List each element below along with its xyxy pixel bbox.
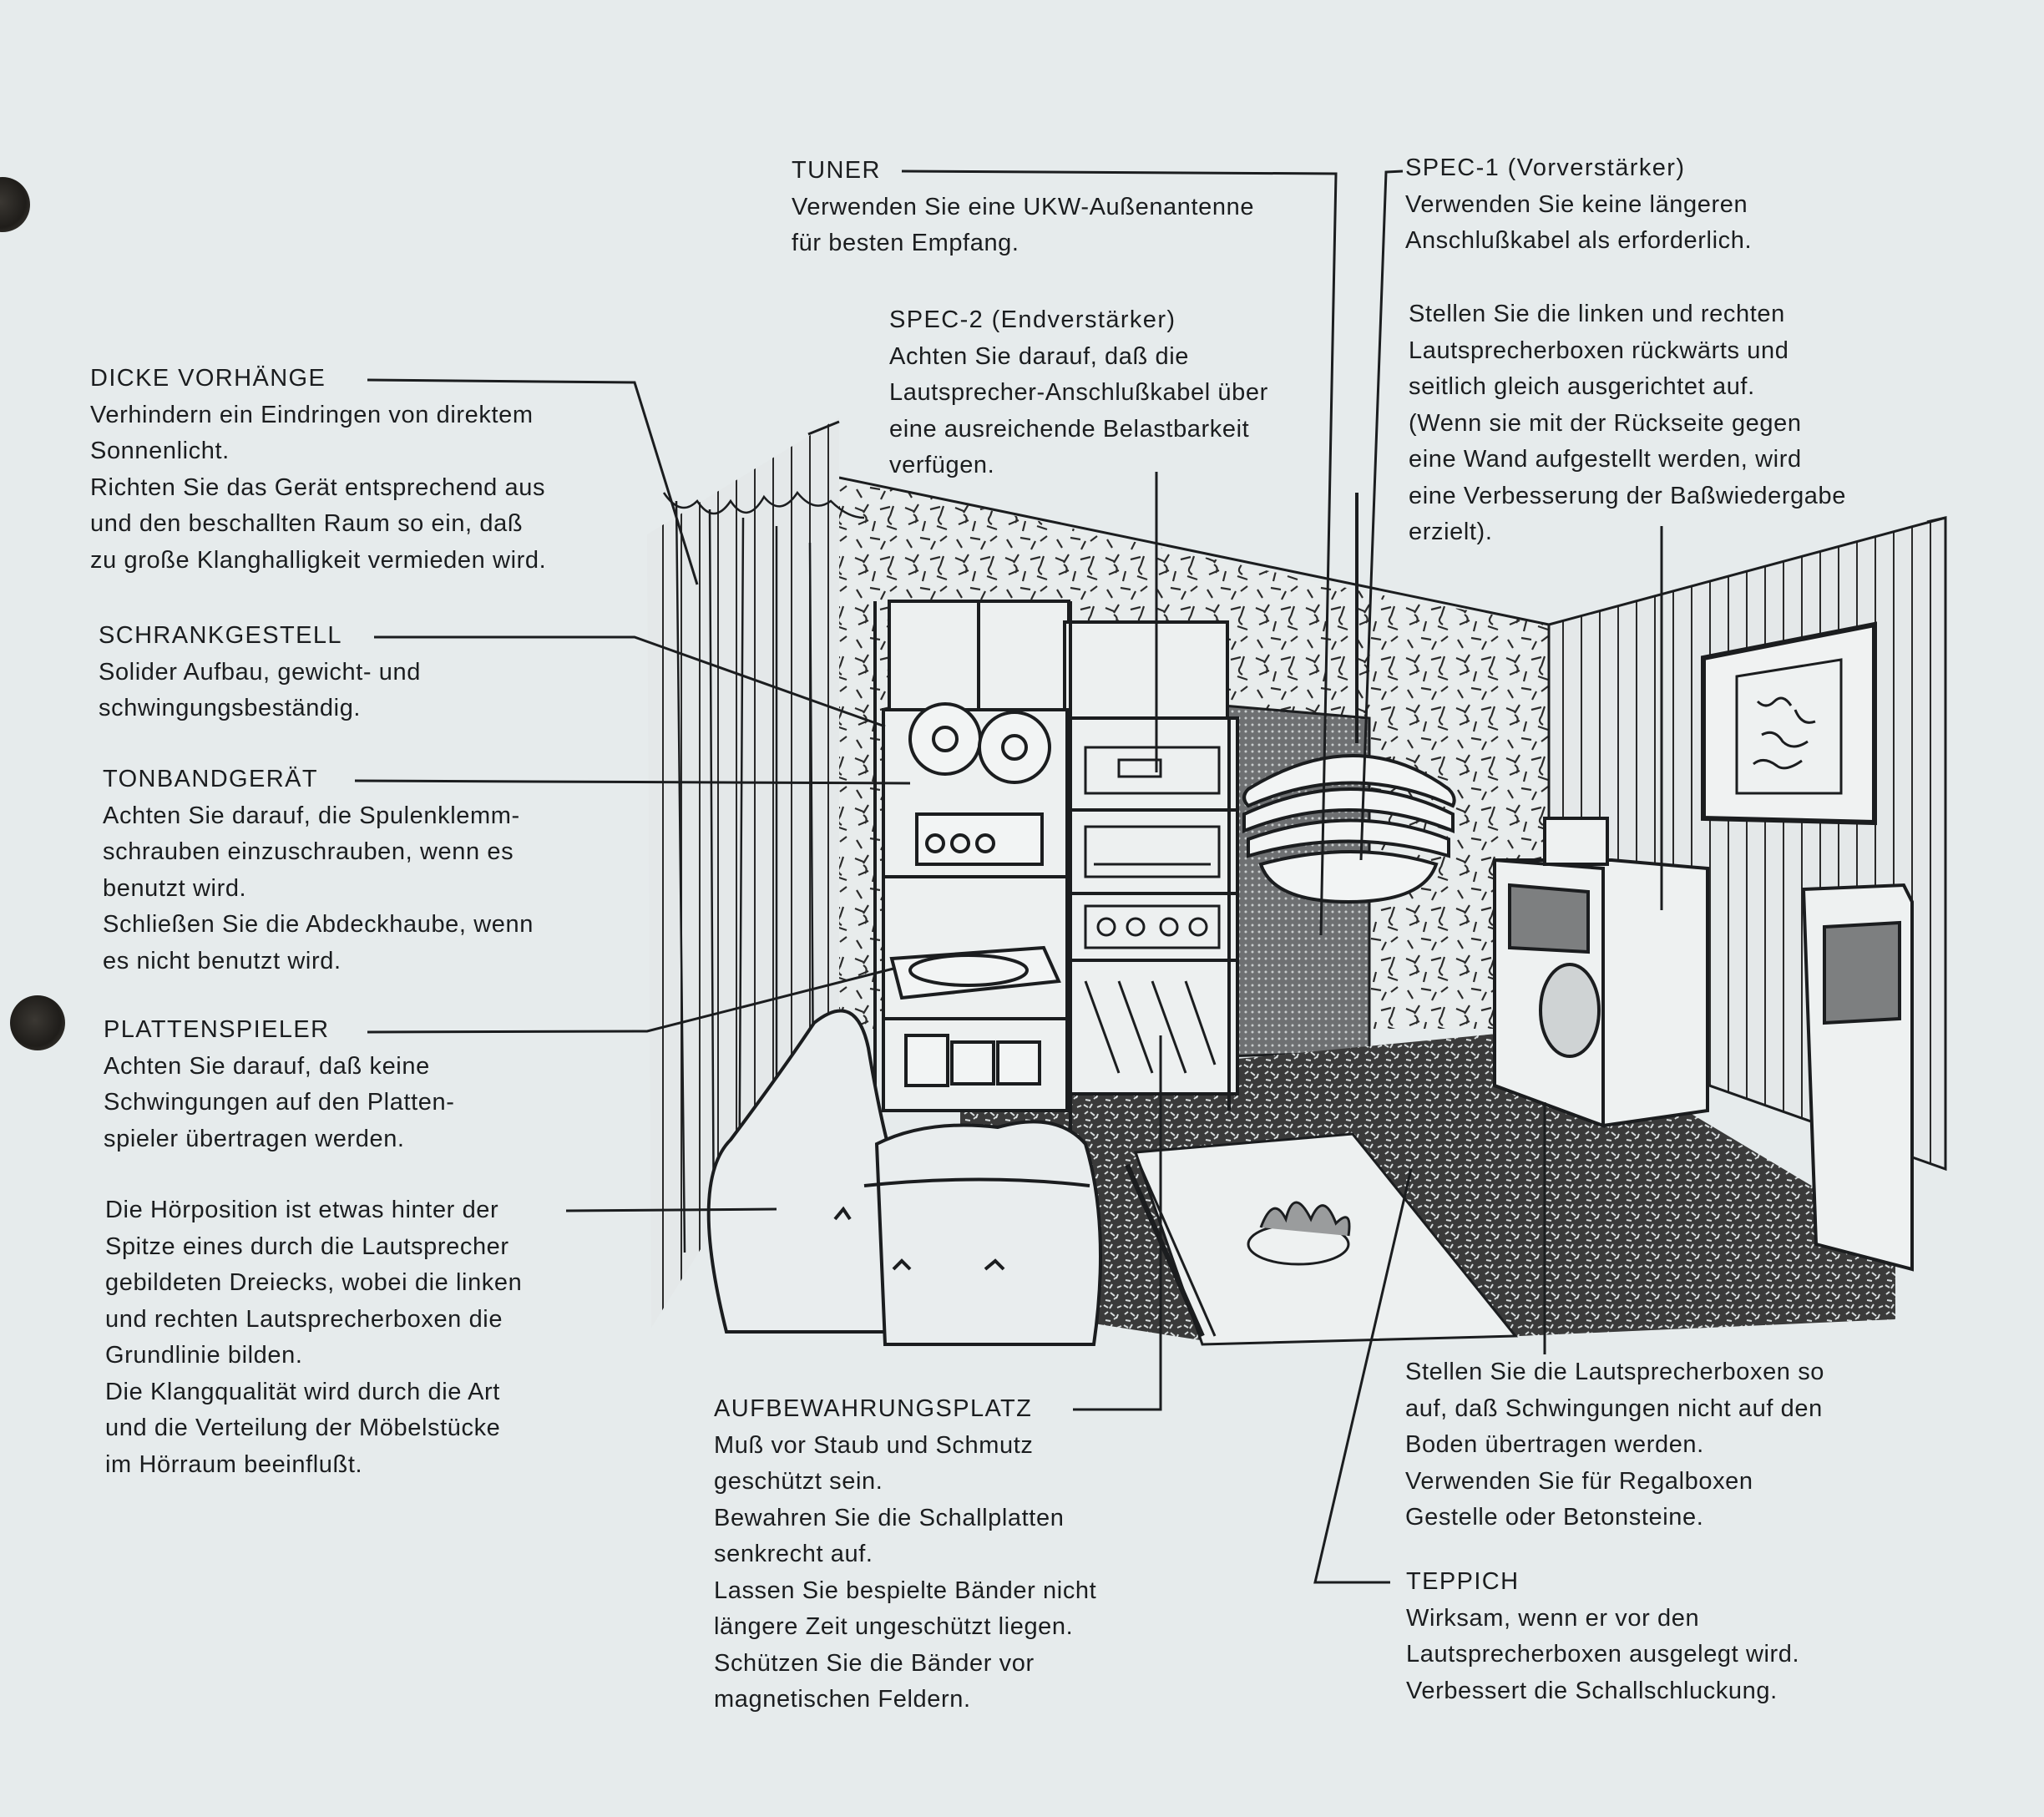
wall-picture (1701, 621, 1877, 826)
callout-line: (Wenn sie mit der Rückseite gegen (1409, 409, 1802, 437)
speaker-box-main (1493, 817, 1709, 1128)
callout-tape-deck-line: benutzt wird. (103, 874, 247, 902)
speaker-box-right (1801, 883, 1914, 1272)
callout-turntable: PLATTENSPIELER Achten Sie darauf, daß ke… (104, 1012, 454, 1157)
callout-storage: AUFBEWAHRUNGSPLATZ Muß vor Staub und Sch… (714, 1391, 1096, 1718)
callout-line: Verwenden Sie für Regalboxen (1405, 1467, 1753, 1495)
callout-line: Spitze eines durch die Lautsprecher (105, 1232, 509, 1260)
callout-spec1: SPEC-1 (Vorverstärker) Verwenden Sie kei… (1405, 150, 1752, 260)
callout-turntable-line: spieler übertragen werden. (104, 1125, 405, 1152)
callout-storage-line: senkrecht auf. (714, 1541, 873, 1567)
callout-curtains-line: Sonnenlicht. (90, 438, 230, 464)
pendant-lamp (1242, 493, 1456, 904)
callout-line: Boden übertragen werden. (1405, 1431, 1704, 1458)
component-faceplates (1084, 746, 1221, 1074)
callout-carpet-line: Wirksam, wenn er vor den (1406, 1604, 1700, 1632)
callout-tape-deck-line: Achten Sie darauf, die Spulenklemm- (103, 802, 520, 829)
tape-deck-reels (908, 702, 1051, 866)
callout-tuner-line: für besten Empfang. (792, 230, 1019, 256)
callout-spec1-line: Anschlußkabel als erforderlich. (1405, 227, 1753, 254)
callout-line: und rechten Lautsprecherboxen die (105, 1305, 503, 1333)
callout-carpet-line: Verbessert die Schallschluckung. (1406, 1677, 1778, 1704)
callout-line: Stellen Sie die Lautsprecherboxen so (1405, 1359, 1825, 1385)
callout-spec2: SPEC-2 (Endverstärker) Achten Sie darauf… (889, 302, 1268, 484)
callout-turntable-line: Schwingungen auf den Platten- (104, 1089, 455, 1116)
binder-hole-middle (10, 995, 65, 1050)
callout-tape-deck-line: Schließen Sie die Abdeckhaube, wenn (103, 911, 534, 938)
callout-tape-deck: TONBANDGERÄT Achten Sie darauf, die Spul… (103, 762, 534, 979)
callout-spec2-title: SPEC-2 (Endverstärker) (889, 306, 1176, 333)
callout-spec2-line: Lautsprecher-Anschlußkabel über (889, 379, 1268, 406)
callout-curtains-title: DICKE VORHÄNGE (90, 365, 326, 392)
callout-storage-line: Bewahren Sie die Schallplatten (714, 1504, 1065, 1531)
callout-storage-line: magnetischen Feldern. (714, 1686, 971, 1713)
callout-curtains: DICKE VORHÄNGE Verhindern ein Eindringen… (90, 361, 546, 579)
callout-carpet-line: Lautsprecherboxen ausgelegt wird. (1406, 1641, 1800, 1668)
callout-spec2-line: verfügen. (889, 452, 995, 478)
callout-line: Lautsprecherboxen rückwärts und (1409, 337, 1789, 364)
callout-storage-line: Schützen Sie die Bänder vor (714, 1649, 1035, 1677)
callout-carpet: TEPPICH Wirksam, wenn er vor den Lautspr… (1406, 1564, 1799, 1709)
callout-tuner-line: Verwenden Sie eine UKW-Außenantenne (792, 193, 1255, 220)
callout-line: auf, daß Schwingungen nicht auf den (1405, 1394, 1823, 1422)
callout-line: und die Verteilung der Möbelstücke (105, 1415, 501, 1441)
callout-line: erzielt). (1409, 519, 1493, 545)
callout-turntable-title: PLATTENSPIELER (104, 1016, 330, 1043)
callout-line: Die Klangqualität wird durch die Art (105, 1378, 500, 1405)
sofa (706, 1009, 1102, 1346)
callout-tuner: TUNER Verwenden Sie eine UKW-Außenantenn… (792, 153, 1254, 262)
callout-speaker-alignment: Stellen Sie die linken und rechten Lauts… (1409, 296, 1846, 551)
callout-cabinet-line: Solider Aufbau, gewicht- und (99, 658, 421, 686)
callout-cabinet-title: SCHRANKGESTELL (99, 622, 342, 649)
callout-storage-title: AUFBEWAHRUNGSPLATZ (714, 1395, 1033, 1422)
callout-tape-deck-line: es nicht benutzt wird. (103, 947, 342, 974)
callout-storage-line: geschützt sein. (714, 1468, 883, 1495)
callout-line: Gestelle oder Betonsteine. (1405, 1504, 1704, 1531)
callout-carpet-title: TEPPICH (1406, 1568, 1520, 1595)
callout-curtains-line: und den beschallten Raum so ein, daß (90, 510, 524, 537)
callout-speaker-placement: Stellen Sie die Lautsprecherboxen so auf… (1405, 1354, 1824, 1536)
callout-line: Grundlinie bilden. (105, 1342, 303, 1369)
callout-tape-deck-line: schrauben einzuschrauben, wenn es (103, 838, 514, 865)
callout-storage-line: längere Zeit ungeschützt liegen. (714, 1613, 1074, 1640)
callout-cabinet-line: schwingungsbeständig. (99, 695, 362, 721)
callout-spec1-line: Verwenden Sie keine längeren (1405, 190, 1748, 218)
callout-spec2-line: Achten Sie darauf, daß die (889, 342, 1189, 370)
flower-bowl (1247, 1201, 1351, 1266)
callout-curtains-line: Richten Sie das Gerät entsprechend aus (90, 473, 546, 501)
callout-turntable-line: Achten Sie darauf, daß keine (104, 1052, 430, 1080)
callout-curtains-line: Verhindern ein Eindringen von direktem (90, 401, 534, 428)
turntable-drawing (889, 945, 1061, 1087)
callout-line: Stellen Sie die linken und rechten (1409, 301, 1785, 327)
callout-line: eine Verbesserung der Baßwiedergabe (1409, 482, 1846, 509)
callout-line: Die Hörposition ist etwas hinter der (105, 1197, 499, 1223)
callout-tape-deck-title: TONBANDGERÄT (103, 766, 318, 792)
leader-lines (354, 170, 1663, 1584)
callout-storage-line: Muß vor Staub und Schmutz (714, 1431, 1034, 1459)
callout-line: seitlich gleich ausgerichtet auf. (1409, 373, 1755, 400)
curtains (662, 490, 865, 1253)
callout-line: im Hörraum beeinflußt. (105, 1450, 363, 1478)
callout-storage-line: Lassen Sie bespielte Bänder nicht (714, 1577, 1097, 1604)
callout-cabinet: SCHRANKGESTELL Solider Aufbau, gewicht- … (99, 618, 421, 727)
callout-spec2-line: eine ausreichende Belastbarkeit (889, 415, 1250, 443)
callout-curtains-line: zu große Klanghalligkeit vermieden wird. (90, 546, 547, 574)
callout-line: gebildeten Dreiecks, wobei die linken (105, 1269, 523, 1296)
callout-tuner-title: TUNER (792, 157, 881, 184)
callout-listening-position: Die Hörposition ist etwas hinter der Spi… (105, 1192, 522, 1483)
callout-spec1-title: SPEC-1 (Vorverstärker) (1405, 154, 1686, 181)
callout-line: eine Wand aufgestellt werden, wird (1409, 446, 1802, 473)
